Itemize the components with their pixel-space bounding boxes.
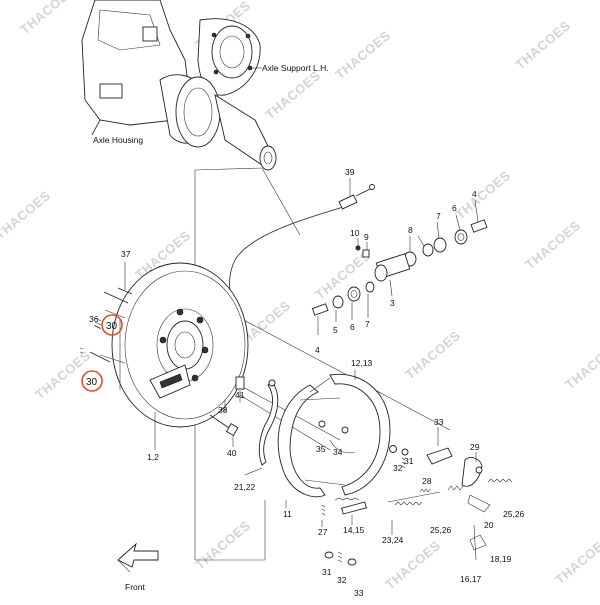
watermark: THACOES <box>512 18 573 73</box>
part-label-41: 41 <box>235 390 245 400</box>
brake-shoes <box>277 373 391 498</box>
watermark: THACOES <box>332 28 393 83</box>
axle-housing-assembly <box>81 0 277 171</box>
front-label: Front <box>125 582 145 592</box>
part-label-20: 20 <box>484 520 494 530</box>
part-label-4b: 4 <box>315 345 320 355</box>
part-label-12-13: 12,13 <box>351 358 373 368</box>
part-label-8: 8 <box>408 225 413 235</box>
part-labels: 39 7 6 5 4 10 9 8 37 3 4 5 6 7 36 30 30 … <box>86 167 525 598</box>
highlight-callout-30-lower <box>81 370 103 392</box>
part-label-16-17: 16,17 <box>460 574 482 584</box>
part-label-27: 27 <box>318 527 328 537</box>
part-label-14-15: 14,15 <box>343 525 365 535</box>
part-label-32-upper: 32 <box>393 463 403 473</box>
highlight-callout-30-upper <box>101 314 123 336</box>
watermark: THACOES <box>452 168 513 223</box>
part-label-7b: 7 <box>365 319 370 329</box>
watermark: THACOES <box>402 328 463 383</box>
part-label-9: 9 <box>364 232 369 242</box>
shoe-lever <box>258 379 279 466</box>
part-label-31-upper: 31 <box>404 456 414 466</box>
part-label-34: 34 <box>333 447 343 457</box>
part-label-4: 4 <box>472 189 477 199</box>
front-arrow-icon <box>117 542 159 573</box>
part-label-5b: 5 <box>333 325 338 335</box>
watermark: THACOES <box>192 518 253 573</box>
part-label-29: 29 <box>470 442 480 452</box>
part-label-35: 35 <box>316 444 326 454</box>
part-label-21-22: 21,22 <box>234 482 256 492</box>
backing-plate <box>99 262 249 428</box>
part-label-32-lower: 32 <box>337 575 347 585</box>
part-label-23-24: 23,24 <box>382 535 404 545</box>
part-label-25-26-right: 25,26 <box>503 509 525 519</box>
axle-housing-label: Axle Housing <box>93 135 143 145</box>
part-label-38: 38 <box>218 405 228 415</box>
part-label-11: 11 <box>283 509 292 519</box>
mounting-hardware <box>79 287 245 437</box>
part-label-3: 3 <box>390 298 395 308</box>
watermark: THACOES <box>17 0 78 37</box>
part-label-30-lower: 30 <box>86 377 98 388</box>
watermark: THACOES <box>552 533 600 588</box>
part-label-25-26-left: 25,26 <box>430 525 452 535</box>
leader-lines <box>93 262 477 535</box>
part-label-33: 33 <box>434 417 444 427</box>
part-label-30-upper: 30 <box>106 321 118 332</box>
part-label-31-lower: 31 <box>322 567 332 577</box>
part-label-18-19: 18,19 <box>490 554 512 564</box>
watermark: THACOES <box>0 188 53 243</box>
part-label-6b: 6 <box>350 322 355 332</box>
springs-and-pins <box>321 445 513 566</box>
part-label-28: 28 <box>422 476 432 486</box>
watermark: THACOES <box>522 218 583 273</box>
axle-support-label: Axle Support L.H. <box>262 63 329 73</box>
part-label-7: 7 <box>436 211 441 221</box>
part-label-1-2: 1,2 <box>147 452 159 462</box>
part-label-36: 36 <box>89 314 99 324</box>
part-label-6: 6 <box>452 203 457 213</box>
part-label-37: 37 <box>121 249 131 259</box>
watermark: THACOES <box>262 68 323 123</box>
watermark: THACOES <box>382 538 443 593</box>
watermark: THACOES <box>562 338 600 393</box>
part-label-10: 10 <box>350 228 360 238</box>
wheel-cylinder-parts <box>311 199 488 335</box>
part-label-40: 40 <box>227 448 237 458</box>
part-label-39: 39 <box>345 167 355 177</box>
part-label-33-lower: 33 <box>354 588 364 598</box>
